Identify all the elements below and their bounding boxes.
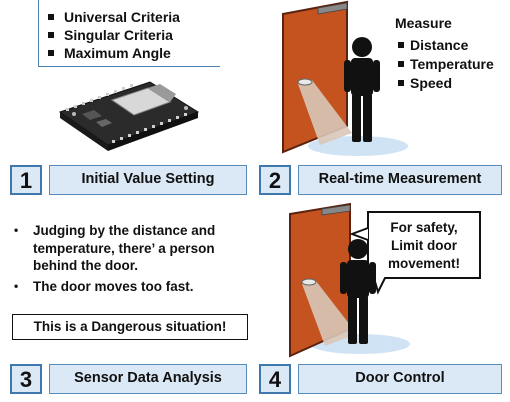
criteria-frame <box>38 0 220 67</box>
speech-bubble-line: Limit door <box>391 238 457 253</box>
speech-bubble-text: For safety, Limit door movement! <box>371 219 477 273</box>
criteria-list: Universal Criteria Singular Criteria Max… <box>44 8 180 62</box>
step-3-number: 3 <box>10 364 42 394</box>
step-3-label: Sensor Data Analysis <box>49 364 247 394</box>
criteria-item: Universal Criteria <box>44 8 180 26</box>
step-2-number: 2 <box>259 165 291 195</box>
criteria-item: Maximum Angle <box>44 44 180 62</box>
analysis-list: Judging by the distance and temperature,… <box>12 222 257 298</box>
step-4-number: 4 <box>259 364 291 394</box>
danger-warning: This is a Dangerous situation! <box>12 314 248 340</box>
measure-title: Measure <box>395 15 452 31</box>
step-2-label: Real-time Measurement <box>298 165 502 195</box>
speech-bubble-line: For safety, <box>390 220 458 235</box>
analysis-item: The door moves too fast. <box>12 278 257 296</box>
speech-bubble-line: movement! <box>387 256 460 271</box>
step-4-label: Door Control <box>298 364 502 394</box>
measure-item: Speed <box>397 74 494 93</box>
step-1-number: 1 <box>10 165 42 195</box>
measure-list: Distance Temperature Speed <box>397 36 494 93</box>
measure-item: Temperature <box>397 55 494 74</box>
step-1-label: Initial Value Setting <box>49 165 247 195</box>
criteria-item: Singular Criteria <box>44 26 180 44</box>
analysis-item: Judging by the distance and temperature,… <box>12 222 257 275</box>
measure-item: Distance <box>397 36 494 55</box>
